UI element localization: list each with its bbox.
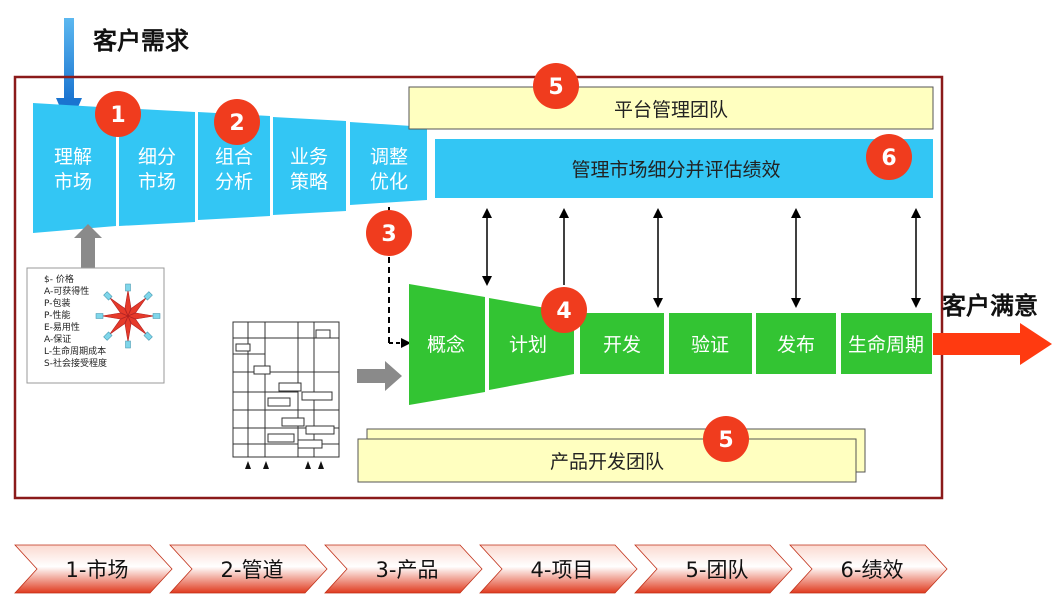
product-team-label: 产品开发团队 <box>550 451 664 473</box>
appeals-item-usability: E-易用性 <box>44 321 80 333</box>
appeals-item-packaging: P-包装 <box>44 297 70 309</box>
process-frame <box>13 75 944 500</box>
product-stage-develop: 开发 <box>603 334 641 356</box>
appeals-item-performance: P-性能 <box>44 309 70 321</box>
badge-market: 1 <box>95 91 141 137</box>
svg-text:6: 6 <box>881 146 896 171</box>
svg-text:5: 5 <box>718 428 733 453</box>
badge-product-team: 5 <box>703 416 749 462</box>
appeals-item-assurance: A-保证 <box>44 333 71 345</box>
platform-team-box <box>408 86 934 130</box>
portfolio-matrix-icon <box>232 321 340 458</box>
svg-text:5: 5 <box>548 75 563 100</box>
appeals-legend: $- 价格 A-可获得性 P-包装 P-性能 E-易用性 A-保证 L-生命周期… <box>44 273 107 369</box>
chevron-product: 3-产品 <box>376 558 439 582</box>
market-stage-strategy-l1: 业务 <box>290 146 328 168</box>
manage-performance-bar <box>435 139 933 198</box>
badge-platform: 5 <box>533 63 579 109</box>
market-stage-understand-l2: 市场 <box>54 171 92 193</box>
link-arrows <box>482 208 921 308</box>
product-funnel <box>409 284 932 405</box>
chevron-performance: 6-绩效 <box>841 558 904 582</box>
chevron-pipeline: 2-管道 <box>221 558 284 582</box>
svg-text:2: 2 <box>229 111 244 136</box>
product-team-box <box>357 438 857 483</box>
badge-transfer: 3 <box>366 210 412 256</box>
product-stage-lifecycle: 生命周期 <box>848 334 924 356</box>
badge-portfolio: 2 <box>214 99 260 145</box>
market-stage-portfolio-l1: 组合 <box>215 146 253 168</box>
svg-text:3: 3 <box>381 222 396 247</box>
customer-satisfaction-label: 客户满意 <box>942 292 1038 320</box>
product-stage-concept: 概念 <box>427 333 465 356</box>
appeals-item-social-acceptance: S-社会接受程度 <box>44 357 107 369</box>
matrix-to-product-arrow <box>357 361 402 391</box>
customer-demand-label: 客户需求 <box>93 27 189 55</box>
product-stage-launch: 发布 <box>777 334 815 356</box>
market-stage-portfolio-l2: 分析 <box>215 171 253 193</box>
market-stage-understand-l1: 理解 <box>54 146 92 168</box>
chevron-market: 1-市场 <box>66 558 129 582</box>
manage-performance-label: 管理市场细分并评估绩效 <box>571 159 780 181</box>
chevron-project: 4-项目 <box>531 558 594 582</box>
appeals-up-arrow <box>74 224 102 270</box>
appeals-card <box>26 267 165 384</box>
chevron-row <box>14 544 948 594</box>
market-funnel <box>33 103 427 233</box>
customer-satisfaction-arrow <box>933 323 1052 365</box>
appeals-star-icon <box>95 283 161 349</box>
badge-manage: 6 <box>866 134 912 180</box>
chevron-team: 5-团队 <box>686 558 749 582</box>
market-stage-optimize-l2: 优化 <box>370 171 408 193</box>
matrix-markers <box>245 461 324 469</box>
svg-text:4: 4 <box>556 299 571 324</box>
badge-plan: 4 <box>541 287 587 333</box>
market-stage-segment-l1: 细分 <box>138 146 176 168</box>
svg-text:1: 1 <box>110 103 125 128</box>
market-stage-segment-l2: 市场 <box>138 171 176 193</box>
appeals-item-lifecycle-cost: L-生命周期成本 <box>44 345 106 357</box>
product-stage-verify: 验证 <box>691 334 729 356</box>
appeals-item-price: $- 价格 <box>44 273 74 285</box>
market-stage-optimize-l1: 调整 <box>370 146 408 168</box>
platform-team-label: 平台管理团队 <box>614 99 728 121</box>
appeals-item-availability: A-可获得性 <box>44 285 89 297</box>
market-stage-strategy-l2: 策略 <box>290 171 328 193</box>
product-stage-plan: 计划 <box>509 334 547 356</box>
